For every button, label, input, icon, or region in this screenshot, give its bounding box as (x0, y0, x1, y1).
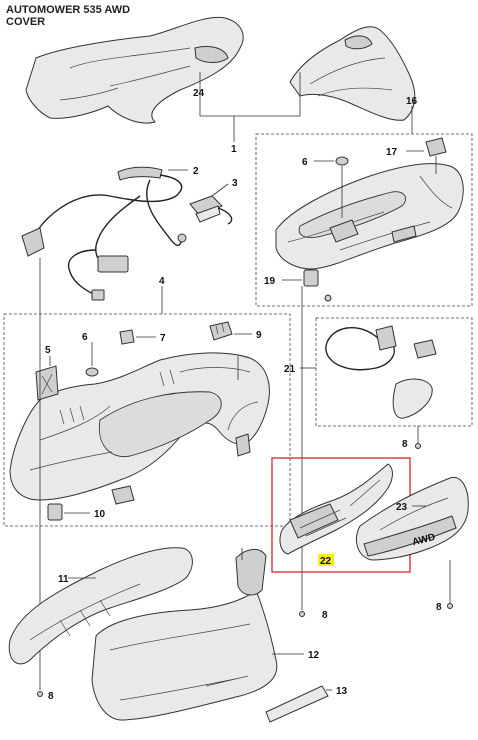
callout-8-a: 8 (48, 691, 54, 702)
side-trim-11[interactable] (8, 547, 193, 665)
callout-22: 22 (320, 556, 332, 567)
bracket-22[interactable] (279, 463, 393, 555)
front-bumper-23[interactable]: AWD (356, 476, 469, 561)
callout-2: 2 (193, 166, 199, 177)
callout-10: 10 (94, 509, 106, 520)
callout-11: 11 (58, 574, 69, 585)
clip-7[interactable] (119, 329, 135, 345)
leader-3 (211, 183, 229, 197)
top-shell-16[interactable] (275, 163, 464, 270)
plug-6-lower[interactable] (85, 367, 99, 377)
callout-8-c: 8 (436, 602, 442, 613)
chassis-body[interactable] (9, 352, 270, 505)
connector-9[interactable] (209, 321, 233, 341)
connector-module[interactable] (189, 195, 233, 225)
assembly-box-16 (255, 133, 473, 307)
assembly-box-21 (315, 317, 473, 427)
callout-16: 16 (406, 96, 418, 107)
callout-5: 5 (45, 345, 51, 356)
connector-17[interactable] (425, 137, 447, 157)
top-cover-right[interactable] (289, 26, 416, 121)
diagram-subtitle: COVER (6, 16, 45, 28)
logo-badge[interactable] (35, 365, 59, 401)
diagram-title: AUTOMOWER 535 AWD (6, 4, 130, 16)
callout-13: 13 (336, 686, 348, 697)
callout-23: 23 (396, 502, 408, 513)
callout-8-b: 8 (402, 439, 408, 450)
callout-7: 7 (160, 333, 166, 344)
assembly-box-4 (3, 313, 291, 527)
bumper-body-12[interactable] (91, 549, 278, 721)
callout-6-lower: 6 (82, 332, 88, 343)
top-cover-left[interactable] (25, 16, 244, 124)
callout-17: 17 (386, 147, 398, 158)
foot-19[interactable] (303, 269, 319, 287)
foot-10[interactable] (47, 503, 63, 521)
callout-24: 24 (193, 88, 205, 99)
leader-24 (199, 72, 301, 117)
callout-4: 4 (159, 276, 165, 287)
label-bg-22 (318, 554, 334, 566)
callout-6-upper: 6 (302, 157, 308, 168)
callout-8-d: 8 (322, 610, 328, 621)
cable-harness[interactable] (21, 166, 187, 301)
callout-12: 12 (308, 650, 320, 661)
callout-21: 21 (284, 364, 296, 375)
callout-19: 19 (264, 276, 276, 287)
plug-6-upper[interactable] (335, 156, 349, 166)
bumper-logo: AWD (411, 532, 436, 548)
reflector-strip-13[interactable] (265, 685, 329, 723)
callout-1: 1 (231, 144, 237, 155)
callout-3: 3 (232, 178, 238, 189)
antenna-cable-21[interactable] (325, 325, 437, 419)
callout-9: 9 (256, 330, 262, 341)
